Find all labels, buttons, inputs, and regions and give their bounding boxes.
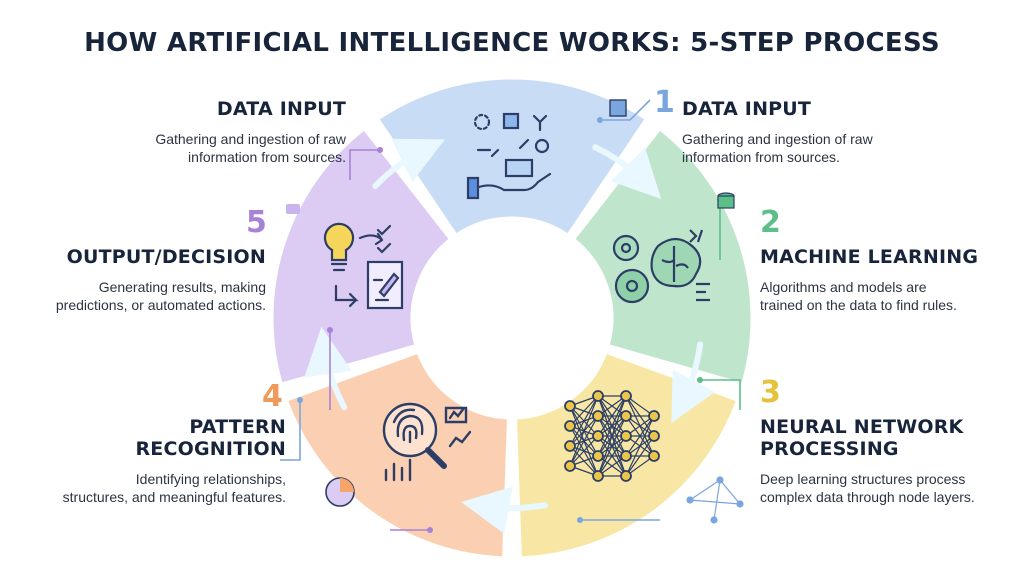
nn-node [592, 410, 604, 422]
nn-node [564, 440, 576, 452]
circuit-dot [697, 377, 703, 383]
nn-node [620, 430, 632, 442]
decorative-elements [280, 99, 744, 533]
nn-node [620, 390, 632, 402]
step-4-number: 4 [262, 379, 283, 414]
step-2-label: MACHINE LEARNING [760, 246, 979, 268]
circuit-dot [427, 527, 433, 533]
cycle-arrows [304, 138, 716, 534]
step-3-label-2: PROCESSING [760, 438, 899, 460]
nn-node [564, 460, 576, 472]
nn-node [564, 400, 576, 412]
nn-edge [625, 435, 655, 477]
lightbulb-rocket-icon [323, 222, 404, 310]
step-2-desc-1: Algorithms and models are [760, 279, 927, 295]
neural-network-icon [564, 390, 660, 482]
step-3-number: 3 [760, 375, 781, 410]
flow-arrow-4 [304, 326, 352, 411]
nn-node [648, 450, 660, 462]
step-2-number: 2 [760, 205, 781, 240]
nn-node [592, 450, 604, 462]
step-4-desc-2: structures, and meaningful features. [62, 489, 286, 505]
step-3-desc-1: Deep learning structures process [760, 471, 966, 487]
flow-arrow-2 [671, 341, 716, 424]
nn-node [564, 420, 576, 432]
nn-edge [569, 395, 599, 427]
circuit-line [700, 379, 741, 410]
brain-gears-icon [612, 229, 710, 304]
circuit-dot [597, 117, 603, 123]
nn-edge [597, 395, 627, 457]
step-5-desc-2: predictions, or automated actions. [55, 297, 266, 313]
step-1-label: DATA INPUT [682, 98, 812, 120]
nn-edge [625, 415, 655, 477]
step-2-desc-2: trained on the data to find rules. [760, 297, 957, 313]
network-graph-icon [686, 476, 744, 524]
cube-icon [609, 99, 627, 117]
nn-edge [569, 435, 599, 467]
step-4-desc-1: Identifying relationships, [135, 471, 286, 487]
nn-node [592, 390, 604, 402]
step-3-desc-2: complex data through node layers. [760, 489, 975, 505]
step-3-label-1: NEURAL NETWORK [760, 416, 964, 438]
flow-arrow-3 [461, 486, 548, 534]
top-left-label: DATA INPUT [216, 98, 346, 120]
nn-edge [597, 415, 627, 477]
nn-edge [597, 395, 627, 477]
pie-chart-icon [325, 477, 355, 507]
circuit-dot [327, 327, 333, 333]
nn-node [620, 470, 632, 482]
circuit-dot [297, 397, 303, 403]
step-5-desc-1: Generating results, making [98, 279, 266, 295]
nn-edge [569, 415, 599, 467]
step-4-label-1: PATTERN [189, 416, 286, 438]
circuit-line [600, 99, 651, 121]
step-1-number: 1 [654, 85, 675, 120]
step-1-desc-1: Gathering and ingestion of raw [682, 131, 873, 147]
circuit-line [349, 149, 380, 180]
fingerprint-magnifier-icon [382, 402, 472, 482]
nn-edge [569, 395, 599, 447]
top-left-desc-1: Gathering and ingestion of raw [155, 131, 346, 147]
nn-node [592, 470, 604, 482]
ring-segment-5 [270, 127, 452, 386]
chat-bubble-icon [286, 204, 300, 214]
nn-node [620, 410, 632, 422]
step-4-label-2: RECOGNITION [135, 438, 286, 460]
step-1-desc-2: information from sources. [682, 149, 840, 165]
circuit-line [280, 400, 301, 461]
ring-segment-4 [284, 350, 511, 560]
nn-edge [597, 395, 627, 437]
nn-node [648, 430, 660, 442]
step-5-label: OUTPUT/DECISION [66, 246, 266, 268]
nn-node [648, 410, 660, 422]
page-title: HOW ARTIFICIAL INTELLIGENCE WORKS: 5-STE… [84, 28, 940, 58]
segment-icons [323, 112, 710, 482]
nn-node [620, 450, 632, 462]
flow-arrow-1 [592, 144, 662, 199]
circuit-dot [377, 147, 383, 153]
circuit-dot [577, 517, 583, 523]
nn-edge [625, 415, 655, 457]
nn-node [592, 430, 604, 442]
data-hand-icon [466, 112, 552, 200]
nn-edge [569, 395, 599, 467]
top-left-desc-2: information from sources. [188, 149, 346, 165]
step-5-number: 5 [246, 205, 267, 240]
database-icon [717, 192, 735, 209]
flow-arrow-5 [372, 138, 445, 190]
nn-edge [597, 435, 627, 477]
